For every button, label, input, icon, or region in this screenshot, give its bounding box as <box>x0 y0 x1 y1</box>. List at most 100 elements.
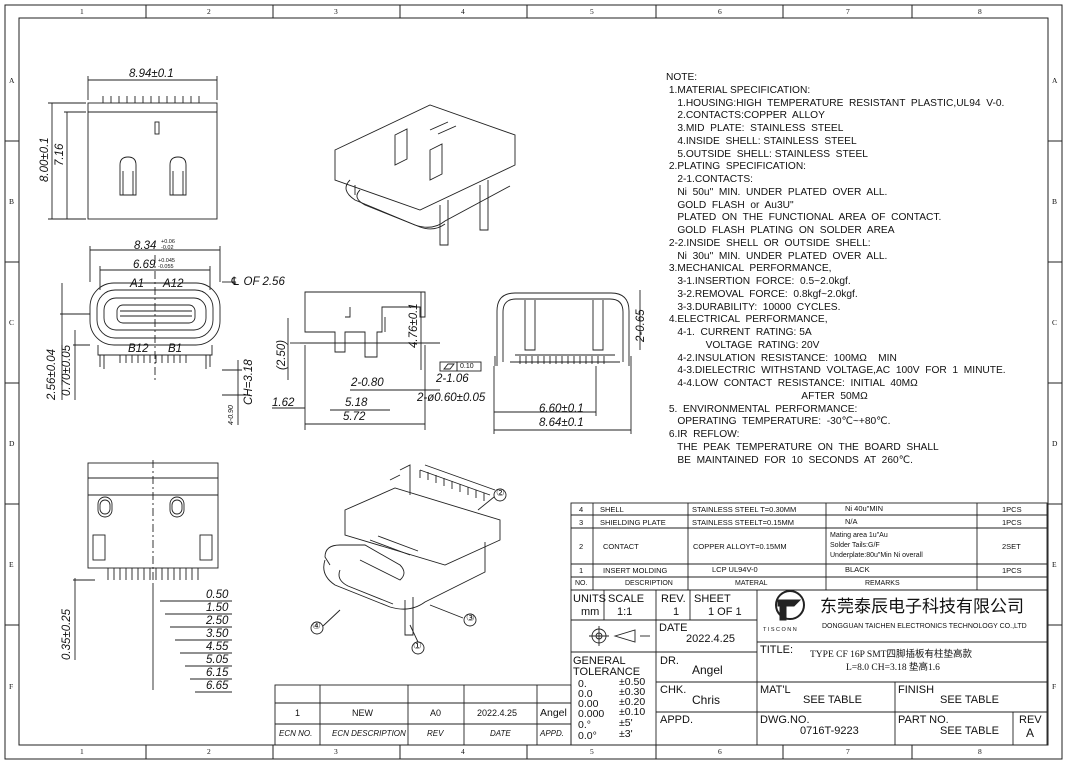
ecn-header-date: DATE <box>490 729 511 738</box>
outer-border <box>4 4 1063 760</box>
note-line: 4-2.INSULATION RESISTANCE: 100MΩ MIN <box>666 352 897 364</box>
note-line: 3-2.REMOVAL FORCE: 0.8kgf~2.0kgf. <box>666 288 858 300</box>
ecn-appd: Angel <box>540 707 567 719</box>
company-logo <box>775 590 805 621</box>
ecn-header-description: ECN DESCRIPTION <box>332 729 406 738</box>
grid-col-7-bottom: 7 <box>846 747 850 756</box>
pitch-050: 0.50 <box>206 589 229 601</box>
scale-label: SCALE <box>608 593 645 605</box>
dim-250: (2.50) <box>276 339 288 370</box>
title-line-1: TYPE CF 16P SMT四脚插板有柱垫高款 <box>810 650 972 660</box>
pin-b1-label: B1 <box>168 343 183 355</box>
note-line: 2-1.CONTACTS: <box>666 174 753 185</box>
tol-right-0: ±0.50 <box>619 676 646 688</box>
dim-864: 8.64±0.1 <box>539 417 584 429</box>
grid-col-7: 7 <box>846 7 850 16</box>
ecn-header-no: ECN NO. <box>279 729 313 738</box>
tolerance-label: GENERAL TOLERANCE <box>573 655 641 678</box>
part-value: SEE TABLE <box>940 725 999 737</box>
bom-table-lines <box>570 502 1048 591</box>
dim-065: 2-0.65 <box>635 309 647 342</box>
grid-row-a: A <box>9 76 15 85</box>
tol-left-3: 0.000 <box>578 708 605 720</box>
bom-qty-4: 1PCS <box>1002 505 1022 514</box>
title-block-lines <box>274 589 1048 746</box>
note-line: 5.OUTSIDE SHELL: STAINLESS STEEL <box>666 148 868 160</box>
dim-height-800: 8.00±0.1 <box>39 137 51 182</box>
dwg-label: DWG.NO. <box>760 714 810 726</box>
dim-height-716: 7.16 <box>54 143 66 166</box>
grid-row-c-right: C <box>1052 318 1058 327</box>
matl-value: SEE TABLE <box>803 694 862 706</box>
pitch-250: 2.50 <box>206 615 229 627</box>
bom-desc-1: INSERT MOLDING <box>603 566 668 575</box>
note-line: 4.INSIDE SHELL: STAINLESS STEEL <box>666 135 857 147</box>
grid-col-1: 1 <box>80 7 84 16</box>
grid-col-1-bottom: 1 <box>80 747 84 756</box>
note-line: 2.CONTACTS:COPPER ALLOY <box>666 110 825 122</box>
dwg-value: 0716T-9223 <box>800 725 859 737</box>
grid-row-d-right: D <box>1052 439 1058 448</box>
bom-qty-3: 1PCS <box>1002 518 1022 527</box>
grid-col-4: 4 <box>461 7 465 16</box>
pitch-455: 4.55 <box>206 641 229 653</box>
pitch-505: 5.05 <box>206 654 229 666</box>
note-line: 4-3.DIELECTRIC WITHSTAND VOLTAGE,AC 100V… <box>666 365 1006 377</box>
bom-qty-2: 2SET <box>1002 542 1021 551</box>
grid-col-3-bottom: 3 <box>334 747 338 756</box>
dim-width-669: 6.69 <box>133 259 156 271</box>
units-label: UNITS <box>573 593 606 605</box>
isometric-view-top <box>334 104 516 246</box>
grid-row-f-right: F <box>1052 682 1057 691</box>
dim-256: 2.56±0.04 <box>46 348 58 400</box>
bom-header-no: NO. <box>575 580 588 587</box>
front-view <box>60 246 250 425</box>
ecn-rev: A0 <box>430 708 442 718</box>
bom-rem-4: Ni 40u"MIN <box>845 504 884 513</box>
bom-mat-2: COPPER ALLOYT=0.15MM <box>693 542 787 551</box>
grid-row-e-right: E <box>1052 560 1057 569</box>
note-line: THE PEAK TEMPERATURE ON THE BOARD SHALL <box>666 441 939 453</box>
bom-qty-1: 1PCS <box>1002 566 1022 575</box>
dim-660: 6.60±0.1 <box>539 403 584 415</box>
bom-no-4: 4 <box>579 505 584 514</box>
note-line: 3.MID PLATE: STAINLESS STEEL <box>666 123 844 134</box>
dim-162: 1.62 <box>272 397 295 409</box>
grid-row-a-right: A <box>1052 76 1058 85</box>
grid-col-2: 2 <box>207 7 211 16</box>
tol-left-2: 0.00 <box>578 698 599 710</box>
note-line: AFTER 50MΩ <box>666 390 868 402</box>
title-line-2: L=8.0 CH=3.18 垫高1.6 <box>846 663 940 673</box>
bom-rem-3: N/A <box>845 517 858 526</box>
bom-header-remarks: REMARKS <box>865 580 900 587</box>
grid-row-b: B <box>9 197 15 206</box>
pitch-615: 6.15 <box>206 667 229 679</box>
pitch-665: 6.65 <box>206 680 229 692</box>
note-line: Ni 50u" MIN. UNDER PLATED OVER ALL. <box>666 186 888 198</box>
balloon-3: ③ <box>466 613 475 624</box>
pitch-350: 3.50 <box>206 628 229 640</box>
isometric-view-bottom <box>310 464 507 655</box>
centerline-label: ℄ OF 2.56 <box>230 276 285 288</box>
dim-572: 5.72 <box>343 411 366 423</box>
grid-row-b-right: B <box>1052 197 1058 206</box>
grid-row-f: F <box>9 682 14 691</box>
note-line: Ni 30u" MIN. UNDER PLATED OVER ALL. <box>666 250 888 262</box>
ecn-description: NEW <box>352 708 373 718</box>
balloon-1: ① <box>413 641 422 652</box>
note-line: OPERATING TEMPERATURE: -30℃~+80℃. <box>666 416 891 428</box>
note-line: VOLTAGE RATING: 20V <box>666 339 820 351</box>
ecn-header-appd: APPD. <box>540 729 565 738</box>
rev-label: REV. <box>661 593 686 605</box>
bom-no-1: 1 <box>579 566 584 575</box>
balloon-2: ② <box>496 488 505 499</box>
top-view <box>48 76 218 220</box>
dr-label: DR. <box>660 655 679 667</box>
dim-width-894: 8.94±0.1 <box>129 68 174 80</box>
note-line: 1.HOUSING:HIGH TEMPERATURE RESISTANT PLA… <box>666 97 1005 109</box>
scale-value: 1:1 <box>617 606 633 618</box>
ecn-header-rev: REV <box>427 729 444 738</box>
note-line: 4.ELECTRICAL PERFORMANCE, <box>666 314 828 326</box>
note-line: 5. ENVIRONMENTAL PERFORMANCE: <box>666 403 858 415</box>
grid-col-8-bottom: 8 <box>978 747 982 756</box>
